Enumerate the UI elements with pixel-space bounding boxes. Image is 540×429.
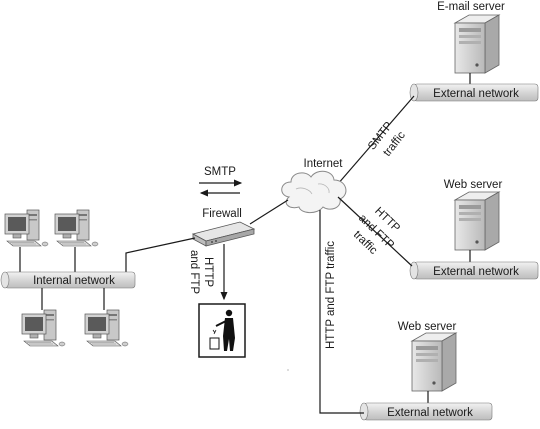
http-ftp-traffic-label: HTTP and FTP traffic: [325, 241, 337, 349]
internet-cloud-icon: [281, 170, 347, 214]
web-server-label-middle: Web server: [444, 179, 503, 191]
internal-network-label: Internal network: [33, 275, 115, 287]
workstation-icon-4: [84, 309, 129, 347]
external-network-label-bottom: External network: [387, 407, 473, 419]
person-dropping-trash-icon: [198, 303, 246, 358]
internet-label: Internet: [304, 158, 344, 170]
workstation-icon-3: [21, 309, 66, 347]
drop-label-line2: and FTP: [188, 250, 200, 294]
external-network-label-middle: External network: [433, 266, 519, 278]
web-server-label-bottom: Web server: [398, 321, 457, 333]
firewall-appliance-icon: [191, 221, 256, 247]
smtp-label: SMTP: [204, 166, 236, 178]
workstation-icon-1: [4, 209, 49, 247]
drop-label-line1: HTTP: [202, 257, 214, 287]
email-server-icon: [454, 14, 500, 74]
internal-network-pipe: Internal network: [0, 271, 136, 289]
external-network-pipe-middle: External network: [409, 261, 539, 280]
web-server-icon-middle: [454, 191, 500, 251]
web-server-icon-bottom: [411, 332, 457, 392]
external-network-pipe-bottom: External network: [359, 402, 493, 421]
firewall-label: Firewall: [202, 208, 242, 220]
email-server-label: E-mail server: [437, 1, 505, 13]
external-network-pipe-top: External network: [409, 83, 539, 102]
workstation-icon-2: [54, 209, 99, 247]
external-network-label-top: External network: [433, 88, 519, 100]
